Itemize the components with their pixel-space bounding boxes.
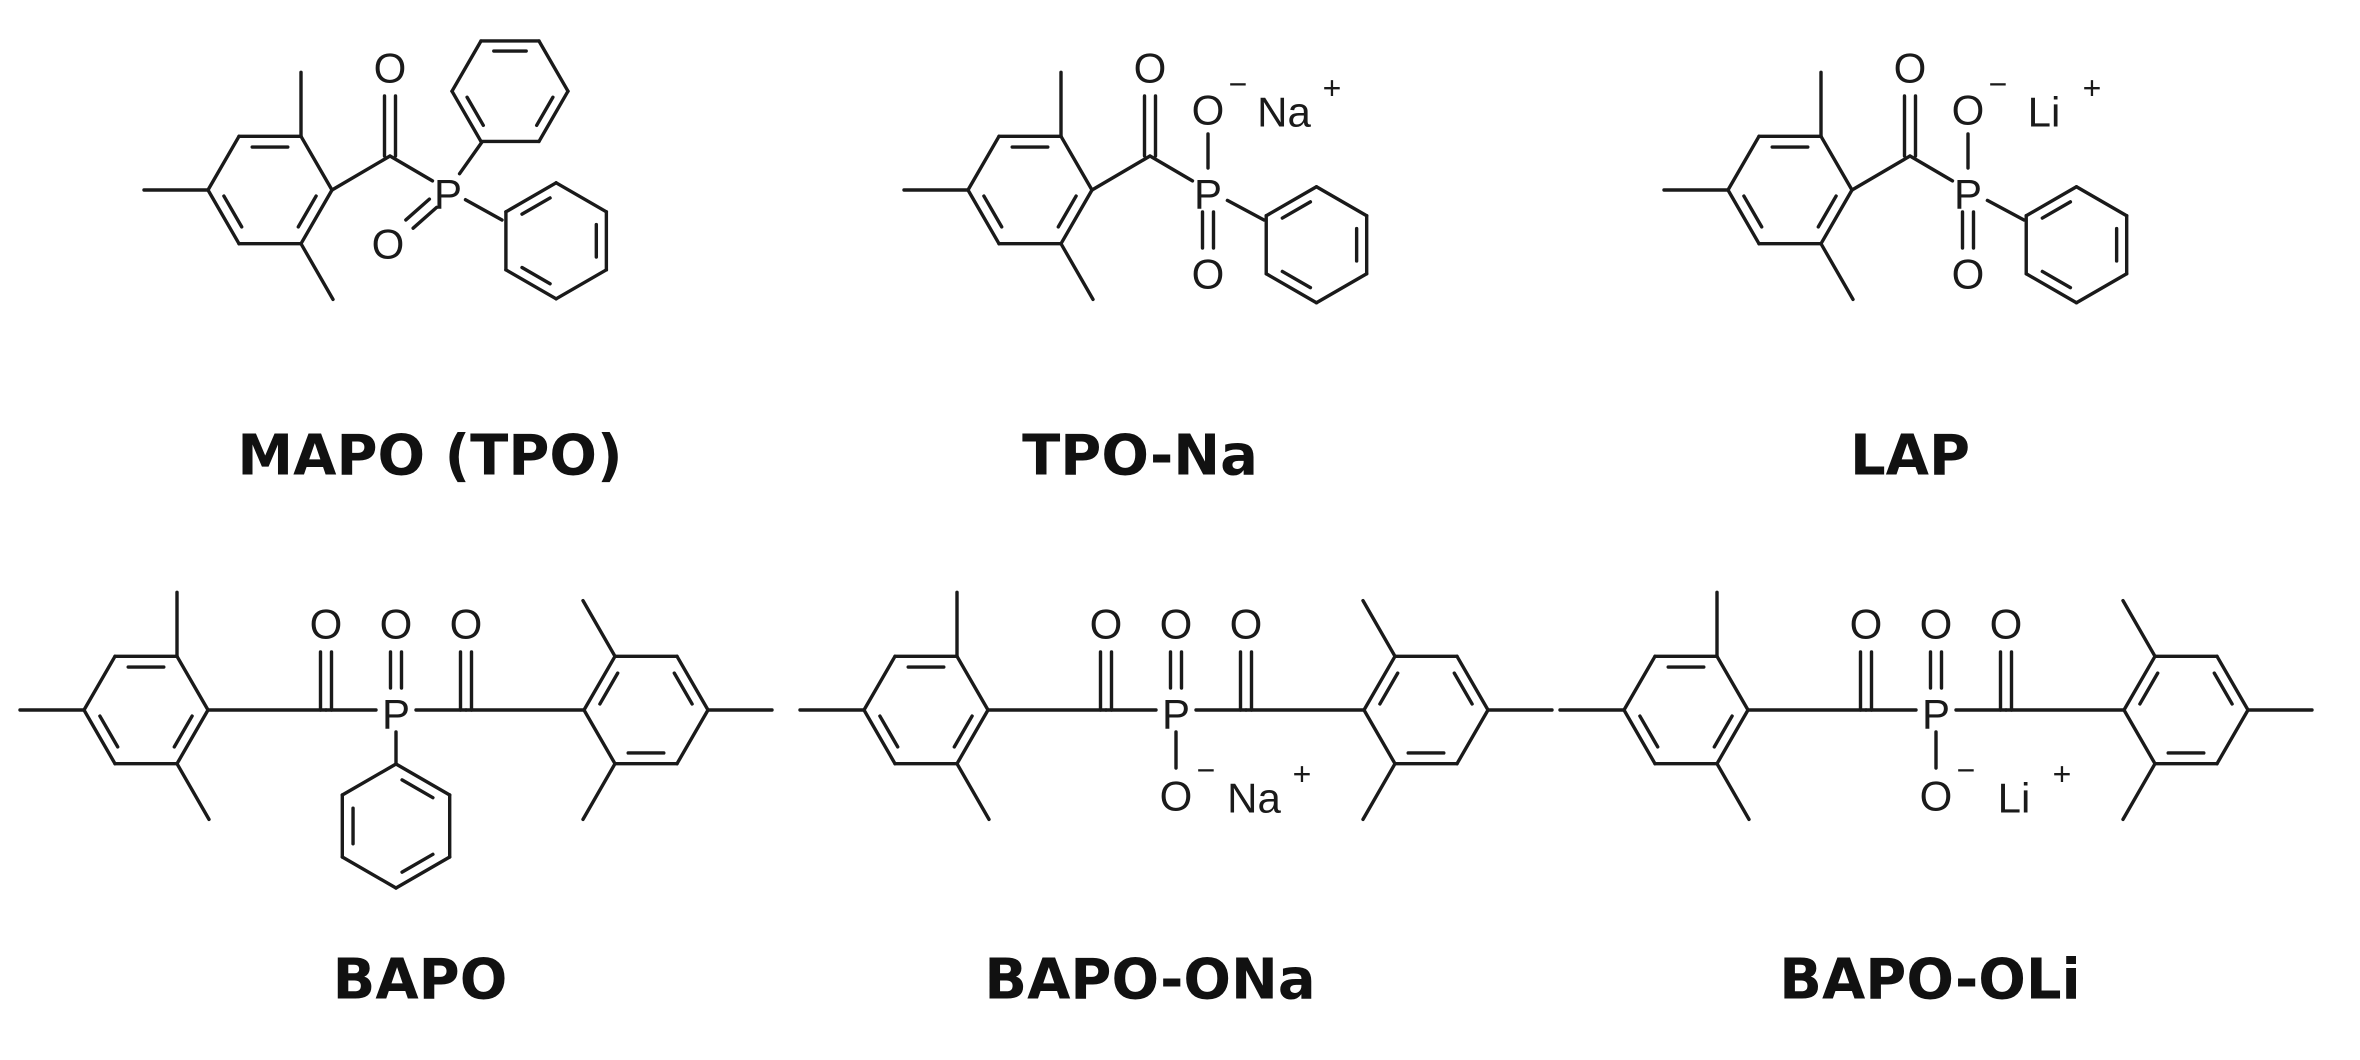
phosphorus-atom: P bbox=[1162, 691, 1190, 738]
structure-mapo: OPO bbox=[142, 39, 609, 302]
phosphoryl-oxygen: O bbox=[372, 221, 405, 268]
phosphorus-atom: P bbox=[382, 691, 410, 738]
phosphoryl-oxygen: O bbox=[380, 601, 413, 648]
compound-label-bapo: BAPO bbox=[333, 948, 508, 1013]
plus-charge: + bbox=[1293, 756, 1312, 792]
carbonyl-oxygen: O bbox=[1134, 45, 1167, 92]
compound-label-bapo-ona: BAPO-ONa bbox=[984, 948, 1315, 1013]
compound-label-tpo-na: TPO-Na bbox=[1022, 424, 1258, 489]
oxide-oxygen: O bbox=[1192, 87, 1225, 134]
phosphoryl-oxygen: O bbox=[1920, 601, 1953, 648]
phosphorus-atom: P bbox=[1922, 691, 1950, 738]
oxide-oxygen: O bbox=[1160, 773, 1193, 820]
right-carbonyl-oxygen: O bbox=[450, 601, 483, 648]
counter-ion: Li bbox=[2028, 89, 2061, 136]
carbonyl-oxygen: O bbox=[374, 45, 407, 92]
compound-label-bapo-oli: BAPO-OLi bbox=[1779, 948, 2080, 1013]
phosphoryl-oxygen: O bbox=[1192, 251, 1225, 298]
phosphorus-atom: P bbox=[434, 171, 462, 218]
right-carbonyl-oxygen: O bbox=[1230, 601, 1263, 648]
counter-ion: Li bbox=[1998, 775, 2031, 822]
oxide-oxygen: O bbox=[1952, 87, 1985, 134]
minus-charge: − bbox=[1197, 752, 1216, 788]
compound-label-mapo: MAPO (TPO) bbox=[237, 424, 622, 489]
oxide-oxygen: O bbox=[1920, 773, 1953, 820]
phosphorus-atom: P bbox=[1954, 171, 1982, 218]
phosphoryl-oxygen: O bbox=[1160, 601, 1193, 648]
right-carbonyl-oxygen: O bbox=[1990, 601, 2023, 648]
plus-charge: + bbox=[1323, 70, 1342, 106]
left-carbonyl-oxygen: O bbox=[1090, 601, 1123, 648]
counter-ion: Na bbox=[1227, 775, 1281, 822]
left-carbonyl-oxygen: O bbox=[1850, 601, 1883, 648]
plus-charge: + bbox=[2053, 756, 2072, 792]
phosphoryl-oxygen: O bbox=[1952, 251, 1985, 298]
minus-charge: − bbox=[1957, 752, 1976, 788]
left-carbonyl-oxygen: O bbox=[310, 601, 343, 648]
plus-charge: + bbox=[2083, 70, 2102, 106]
counter-ion: Na bbox=[1257, 89, 1311, 136]
carbonyl-oxygen: O bbox=[1894, 45, 1927, 92]
phosphorus-atom: P bbox=[1194, 171, 1222, 218]
minus-charge: − bbox=[1229, 66, 1248, 102]
minus-charge: − bbox=[1989, 66, 2008, 102]
compound-label-lap: LAP bbox=[1850, 424, 1970, 489]
